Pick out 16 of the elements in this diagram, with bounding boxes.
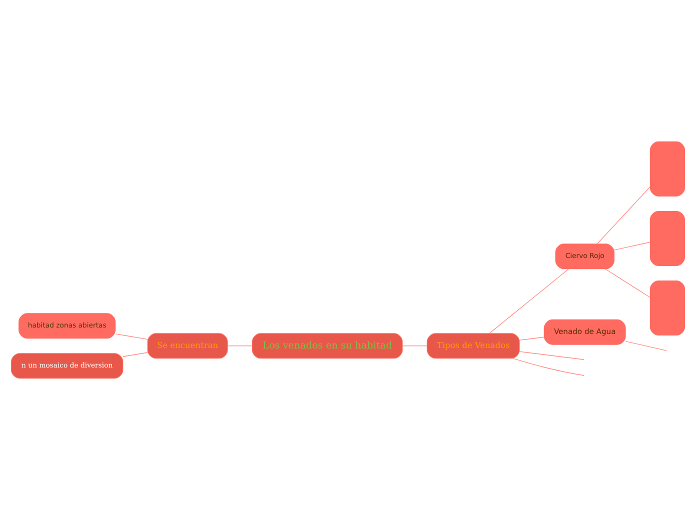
connector (614, 242, 651, 250)
connector (122, 352, 148, 357)
connector (604, 268, 650, 298)
node-box: Se encuentran (147, 333, 228, 359)
connector (115, 334, 148, 340)
connector (625, 340, 668, 352)
connector (512, 358, 584, 376)
connector (519, 351, 584, 360)
node-box: Los venados en su habitad (252, 333, 403, 359)
node-box (650, 210, 685, 266)
node-box (650, 141, 685, 196)
node-box: Tipos de Venados (426, 333, 520, 359)
connector (519, 336, 544, 341)
node-box (650, 280, 685, 336)
connector (596, 186, 650, 244)
connector (488, 268, 570, 334)
